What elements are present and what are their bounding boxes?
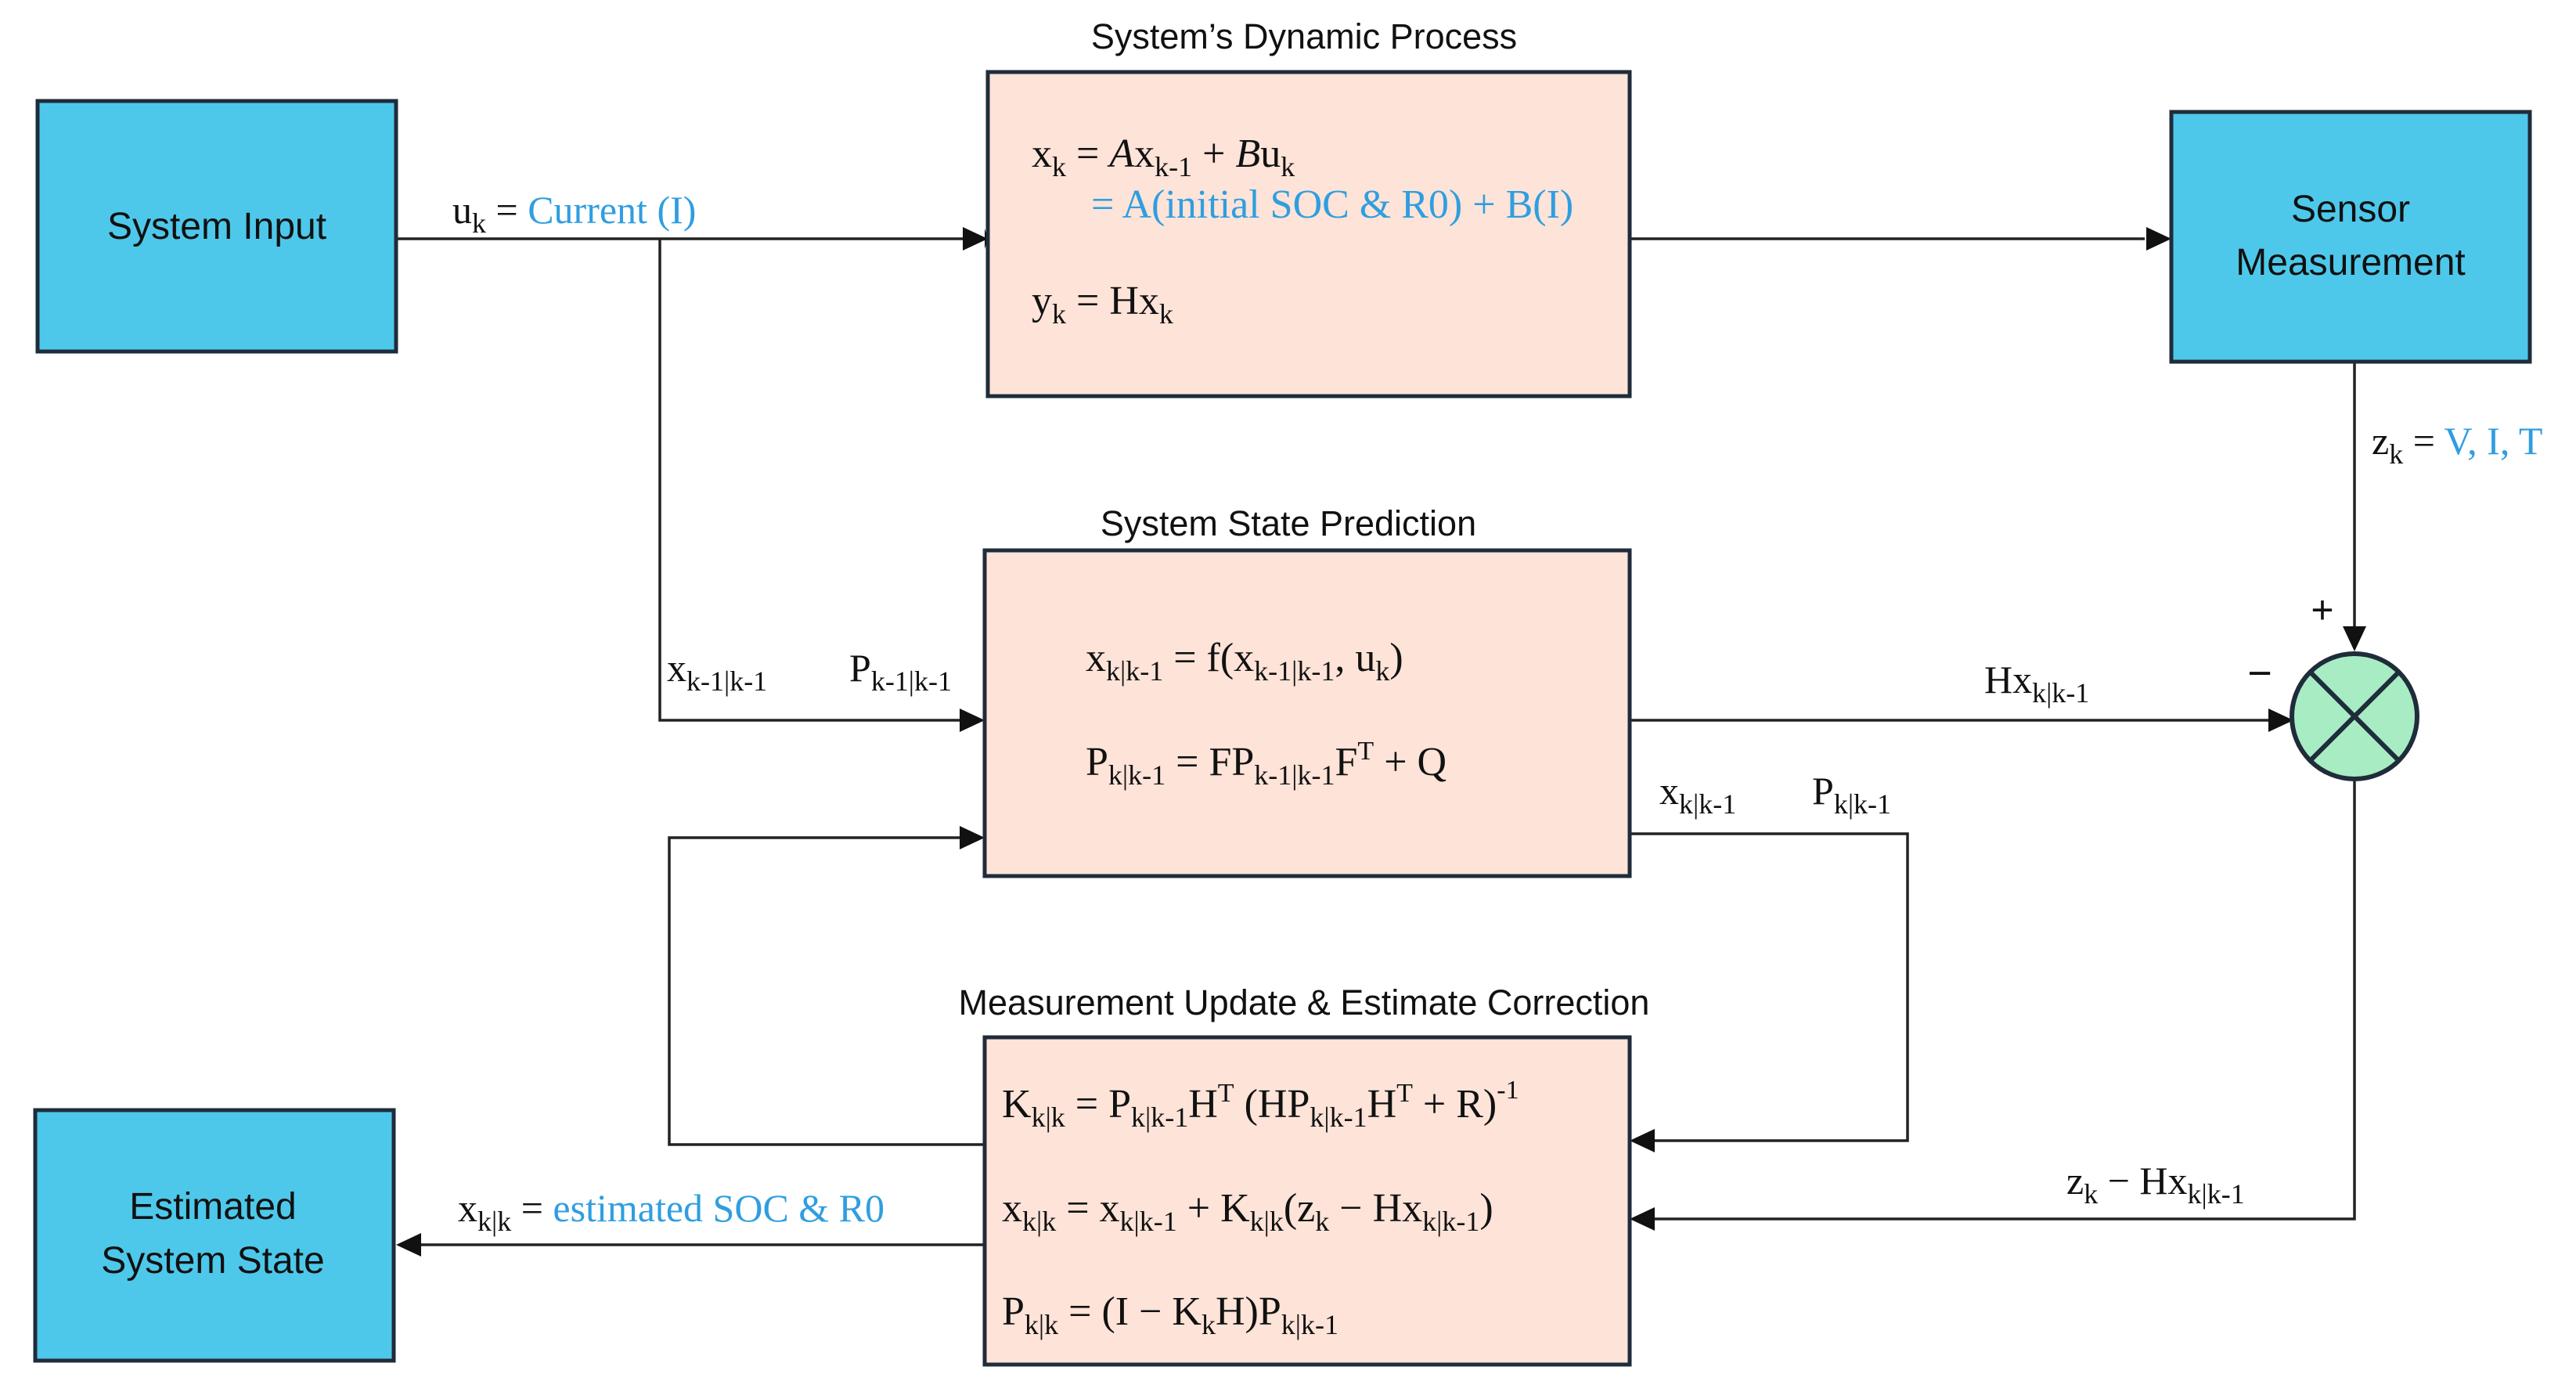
sensor-label-line1: Sensor [2291, 189, 2410, 230]
dynamic-process-block [985, 70, 1632, 398]
prior-covariance-label: Pk-1|k-1 [849, 646, 952, 697]
arrowhead [960, 709, 985, 732]
input-signal-label: uk = Current (I) [452, 188, 696, 239]
estimated-state-label: xk|k = estimated SOC & R0 [458, 1186, 884, 1237]
arrowhead [2343, 626, 2366, 651]
predicted-measurement-label: Hxk|k-1 [1984, 658, 2089, 709]
state-prediction-title: System State Prediction [1101, 503, 1476, 543]
arrowhead [963, 227, 988, 251]
summing-junction [2290, 651, 2419, 781]
measurement-update-title: Measurement Update & Estimate Correction [959, 983, 1650, 1022]
measurement-update-block [982, 1035, 1632, 1367]
arrowhead [396, 1233, 421, 1257]
estimated-label-line2: System State [101, 1240, 324, 1282]
state-prediction-block [982, 548, 1632, 878]
estimated-state-block [33, 1108, 396, 1363]
predicted-covariance-label: Pk|k-1 [1812, 769, 1891, 820]
system-input-label: System Input [107, 206, 326, 247]
arrowhead [1630, 1129, 1655, 1152]
system-input-block [35, 99, 398, 354]
state-update-equation: xk|k = xk|k-1 + Kk|k(zk − Hxk|k-1) [1002, 1186, 1493, 1237]
arrowhead [2146, 227, 2171, 251]
kalman-gain-equation: Kk|k = Pk|k-1HT (HPk|k-1HT + R)-1 [1002, 1076, 1519, 1133]
innovation-label: zk − Hxk|k-1 [2066, 1159, 2245, 1210]
connector-junction-to-update [1644, 781, 2356, 1221]
estimated-label-line1: Estimated [129, 1186, 296, 1228]
prior-state-label: xk-1|k-1 [667, 646, 767, 697]
process-state-expansion: = A(initial SOC & R0) + B(I) [1091, 182, 1573, 227]
measurement-signal-label: zk = V, I, T [2372, 419, 2542, 470]
arrowhead [2268, 709, 2293, 732]
connector-input-to-prediction [658, 239, 971, 722]
connector-update-feedback [668, 836, 985, 1146]
sensor-label-line2: Measurement [2236, 242, 2465, 283]
junction-minus-sign: − [2247, 650, 2272, 697]
sensor-measurement-block [2169, 110, 2532, 364]
dynamic-process-title: System’s Dynamic Process [1091, 16, 1517, 56]
junction-plus-sign: + [2311, 588, 2333, 632]
connector-prediction-to-update [1630, 832, 1909, 1142]
predicted-state-label: xk|k-1 [1659, 769, 1736, 820]
arrowhead [960, 826, 985, 849]
arrowhead [1630, 1207, 1655, 1231]
